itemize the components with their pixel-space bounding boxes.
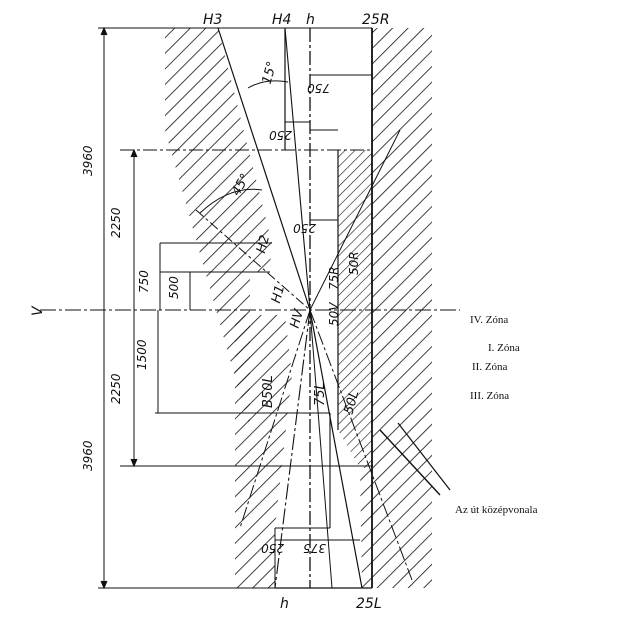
zone-ii: II. Zóna bbox=[472, 361, 508, 373]
label-25l: 25L bbox=[356, 596, 382, 612]
label-15deg: 15° bbox=[260, 60, 280, 86]
dim-3960-top: 3960 bbox=[81, 145, 95, 176]
hatch-right-inner bbox=[338, 150, 372, 468]
dim-750: 750 bbox=[137, 270, 151, 293]
h4-ray bbox=[284, 27, 311, 311]
zone-iv: IV. Zóna bbox=[470, 314, 508, 326]
label-h1: H1 bbox=[269, 284, 288, 305]
label-75l: 75L bbox=[313, 382, 328, 406]
label-v: V bbox=[30, 305, 46, 316]
label-hv: HV bbox=[288, 307, 308, 330]
zone-i: I. Zóna bbox=[488, 342, 520, 354]
label-h-bottom: h bbox=[280, 596, 289, 612]
label-h3: H3 bbox=[203, 12, 222, 28]
beam-ray-center-down bbox=[309, 309, 333, 589]
beam-ray-left bbox=[274, 309, 311, 589]
hatch-right-outer bbox=[372, 28, 432, 588]
dash-ray-lower-left bbox=[239, 309, 311, 529]
label-h-top: h bbox=[306, 12, 315, 28]
label-h2: H2 bbox=[254, 234, 273, 255]
dim-750-right: 750 bbox=[307, 81, 330, 95]
dim-250-bottom: 250 bbox=[261, 541, 284, 555]
hatch-right-lower bbox=[360, 468, 372, 588]
dimension-lines bbox=[98, 26, 360, 590]
angle-45-arc bbox=[199, 188, 263, 214]
label-50v: 50V bbox=[327, 302, 341, 326]
dim-1500: 1500 bbox=[135, 339, 149, 370]
zone-iii: III. Zóna bbox=[470, 390, 509, 402]
h2-ray bbox=[195, 209, 311, 311]
label-h4: H4 bbox=[272, 12, 291, 28]
dim-3960-bottom: 3960 bbox=[81, 440, 95, 471]
label-50r: 50R bbox=[347, 251, 361, 275]
label-50l: 50L bbox=[342, 389, 363, 416]
dim-375-bottom: 375 bbox=[303, 541, 326, 555]
road-center-line-label: Az út középvonala bbox=[455, 504, 538, 516]
dim-2250-top: 2250 bbox=[109, 207, 123, 238]
hatch-left-lower bbox=[235, 315, 292, 588]
angle-15-arc bbox=[247, 80, 289, 89]
center-line-leader bbox=[379, 429, 441, 496]
label-75r: 75R bbox=[327, 266, 341, 290]
dim-250-b: 250 bbox=[293, 221, 316, 235]
dim-250-a: 250 bbox=[269, 128, 292, 142]
structure-lines bbox=[40, 27, 460, 589]
center-line-leader-2 bbox=[397, 422, 451, 491]
dim-500: 500 bbox=[167, 276, 181, 299]
dash-ray-lower-right bbox=[309, 309, 413, 581]
beam-ray-up-right bbox=[309, 129, 401, 311]
dim-2250-bottom: 2250 bbox=[109, 373, 123, 404]
label-b50l: B50L bbox=[261, 375, 276, 408]
hatched-zones bbox=[165, 28, 432, 588]
h3-ray bbox=[217, 27, 311, 311]
beam-ray-right bbox=[309, 309, 363, 589]
label-25r: 25R bbox=[362, 12, 390, 28]
